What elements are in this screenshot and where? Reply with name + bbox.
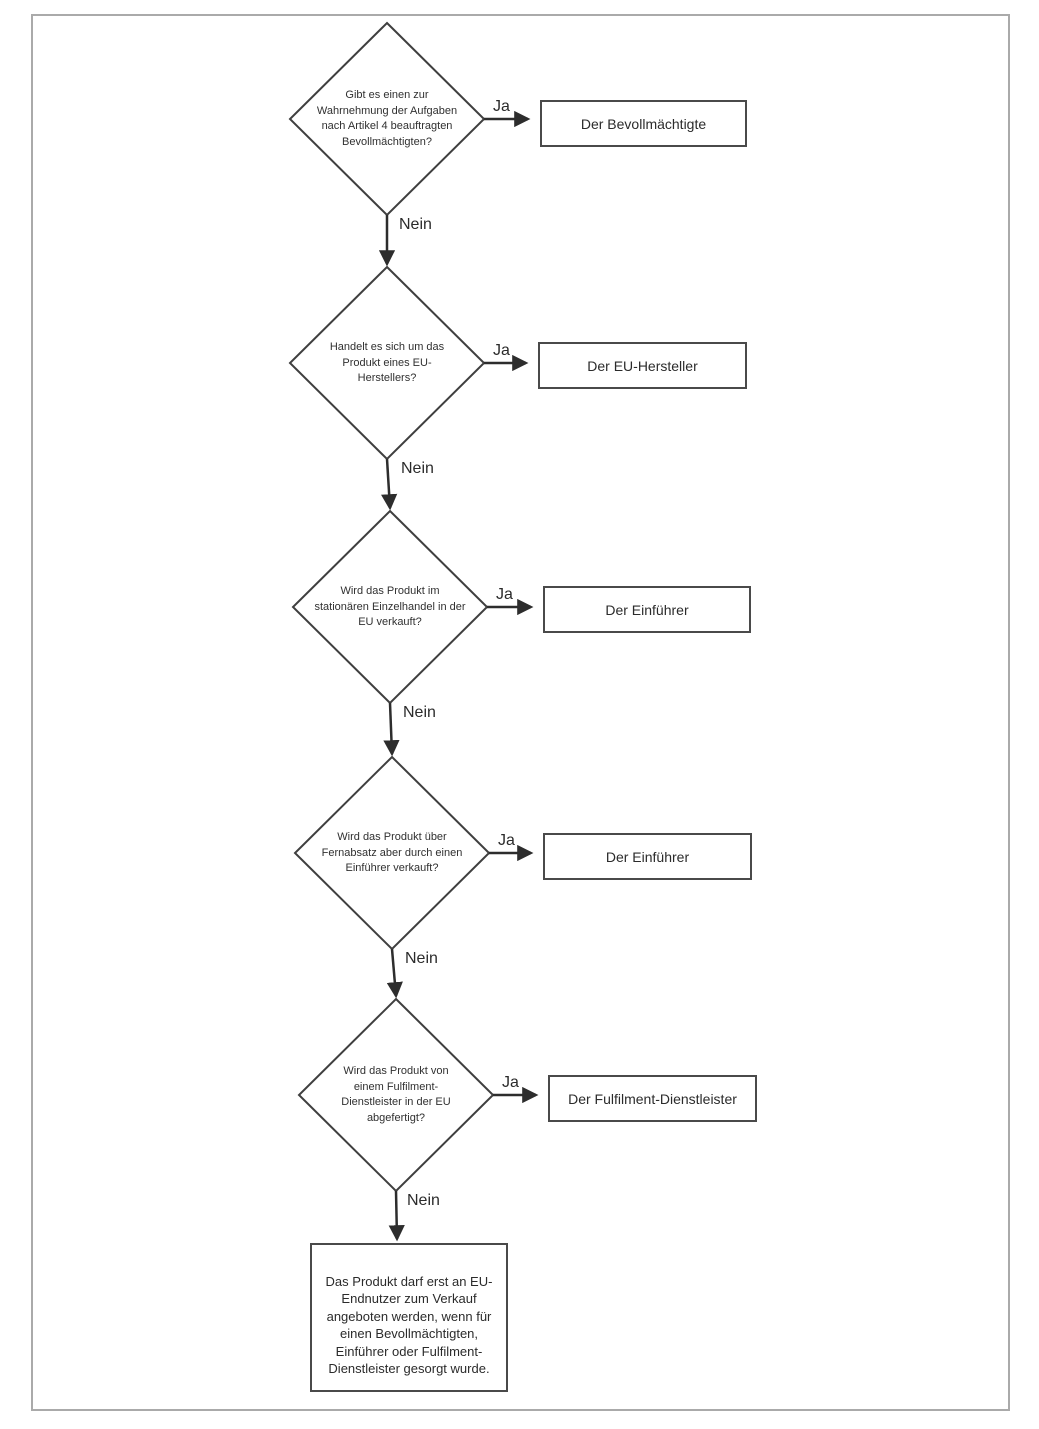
yes-label-2: Ja: [493, 342, 510, 359]
no-arrow-5: [388, 1190, 405, 1242]
no-arrow-2: [381, 458, 398, 511]
result-label: Der Fulfilment-Dienstleister: [568, 1090, 737, 1107]
decision-question-3: Wird das Produkt im stationären Einzelha…: [314, 584, 466, 628]
result-box-1: Der Bevollmächtigte: [540, 100, 747, 147]
result-box-2: Der EU-Hersteller: [538, 342, 747, 389]
decision-question-1: Gibt es einen zur Wahrnehmung der Aufgab…: [316, 89, 458, 148]
result-label: Der Einführer: [605, 601, 689, 618]
yes-label-5: Ja: [502, 1074, 519, 1091]
terminal-text: Das Produkt darf erst an EU- Endnutzer z…: [325, 1273, 493, 1377]
yes-label-3: Ja: [496, 586, 513, 603]
result-label: Der Bevollmächtigte: [580, 115, 707, 132]
result-box-5: Der Fulfilment-Dienstleister: [548, 1075, 757, 1122]
no-label-1: Nein: [399, 216, 432, 233]
no-label-4: Nein: [405, 950, 438, 967]
no-label-2: Nein: [401, 460, 434, 477]
result-box-4: Der Einführer: [543, 833, 752, 880]
page-border-frame: [31, 14, 1010, 1411]
result-box-3: Der Einführer: [543, 586, 751, 633]
no-arrow-4: [386, 948, 403, 999]
no-arrow-3: [383, 702, 400, 757]
decision-question-2: Handelt es sich um das Produkt eines EU-…: [329, 340, 445, 384]
result-label: Der EU-Hersteller: [587, 357, 698, 374]
yes-label-4: Ja: [498, 832, 515, 849]
yes-label-1: Ja: [493, 98, 510, 115]
decision-question-5: Wird das Produkt von einem Fulfilment- D…: [341, 1065, 451, 1124]
no-label-5: Nein: [407, 1192, 440, 1209]
result-label: Der Einführer: [605, 848, 690, 865]
terminal-box: Das Produkt darf erst an EU- Endnutzer z…: [310, 1243, 508, 1392]
no-label-3: Nein: [403, 704, 436, 721]
decision-question-4: Wird das Produkt über Fernabsatz aber du…: [321, 830, 463, 874]
